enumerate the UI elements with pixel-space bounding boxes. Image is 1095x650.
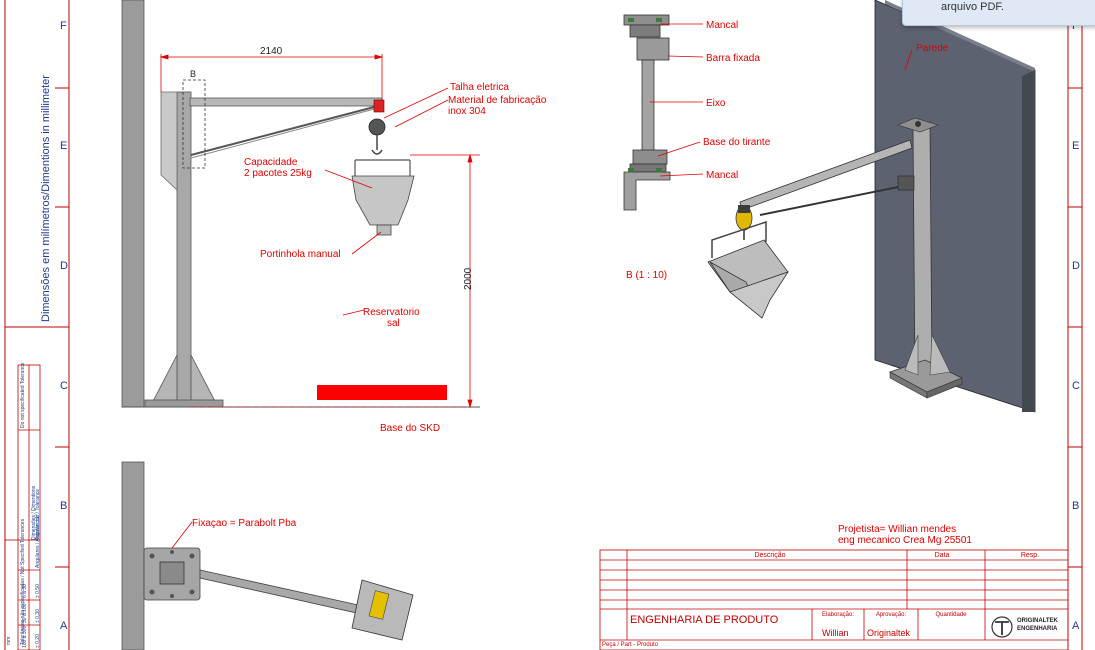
zone-letter-e-left: E <box>60 140 68 152</box>
label-capacidade: Capacidade <box>244 157 298 168</box>
label-capacidade-value: 2 pacotes 25kg <box>244 168 312 179</box>
label-base-skd: Base do SKD <box>380 423 441 434</box>
title-block-aprovacao-label: Aprovação: <box>875 612 907 618</box>
tolerance-range-2: 30 a 100 <box>22 603 28 623</box>
tolerance-value-1: ± 0,50 <box>35 584 41 598</box>
title-block-aprovacao-value: Originaltek <box>867 628 911 638</box>
label-mancal-top: Mancal <box>706 20 739 31</box>
zone-letter-a-left: A <box>60 620 68 632</box>
title-block-descricao: Descrição <box>754 552 786 559</box>
zone-letter-f-right: F <box>1072 20 1079 32</box>
label-reservatorio: Reservatorio <box>363 307 420 318</box>
dimension-width: 2140 <box>260 46 283 57</box>
zone-letter-d-right: D <box>1072 260 1080 272</box>
zone-letter-b-right: B <box>1072 500 1080 512</box>
zone-letter-c-right: C <box>1072 380 1080 392</box>
title-block-elaboracao-label: Elaboração: <box>821 612 855 618</box>
title-block-elaboracao-value: Willian <box>822 628 849 638</box>
label-base-tirante: Base do tirante <box>703 137 771 148</box>
dimension-height: 2000 <box>463 267 474 290</box>
company-name-2: ENGENHARIA <box>1017 626 1058 632</box>
label-reservatorio-sal: sal <box>387 318 400 329</box>
zone-letter-e-right: E <box>1072 140 1080 152</box>
tolerance-value-2: ± 0,30 <box>35 609 41 623</box>
title-block-peca: Peça / Part - Produto <box>602 642 659 648</box>
tolerance-angular: Angulares / Angular: ±1° <box>35 514 41 568</box>
title-block-title: ENGENHARIA DE PRODUTO <box>630 614 779 626</box>
label-parede: Parede <box>916 43 949 54</box>
label-portinhola: Portinhola manual <box>260 249 341 260</box>
tolerance-unit: mm <box>6 636 12 645</box>
zone-letter-c-left: C <box>60 380 68 392</box>
zone-letter-a-right: A <box>1072 620 1080 632</box>
label-material: Material de fabricação <box>448 95 547 106</box>
label-detail-b-scale: B (1 : 10) <box>626 270 668 281</box>
tolerance-range-3: 100 a 300 <box>22 625 28 648</box>
tolerance-unspecified-note: Do not specificated Tolerance <box>20 362 26 428</box>
label-barra-fixada: Barra fixada <box>706 53 760 64</box>
label-eixo: Eixo <box>706 98 726 109</box>
tolerance-value-3: ± 0,20 <box>35 634 41 648</box>
label-mancal-bottom: Mancal <box>706 170 739 181</box>
title-block-data: Data <box>934 552 950 559</box>
label-projetista: Projetista= Willian mendes <box>838 524 957 535</box>
pdf-notification-text: arquivo PDF. <box>941 1 1004 13</box>
tolerance-range-1: 6 a 30 <box>22 584 28 598</box>
zone-letter-b-left: B <box>60 500 68 512</box>
title-block-quantidade-label: Quantidade <box>935 612 967 618</box>
label-talha-eletrica: Talha eletrica <box>450 82 509 93</box>
pdf-notification[interactable]: arquivo PDF. <box>902 0 1095 26</box>
zone-letter-d-left: D <box>60 260 68 272</box>
units-note: Dimensões em milímetros/Dimentions in mi… <box>40 75 52 322</box>
detail-b-marker: B <box>190 69 197 79</box>
label-material-inox: inox 304 <box>448 106 486 117</box>
label-engenheiro: eng mecanico Crea Mg 25501 <box>838 535 972 546</box>
zone-letter-f-left: F <box>60 20 67 32</box>
company-logo <box>991 616 1013 638</box>
company-name-1: ORIGINALTEK <box>1017 618 1058 624</box>
title-block-resp: Resp. <box>1020 552 1040 559</box>
label-fixacao: Fixaçao = Parabolt Pba <box>192 518 297 529</box>
